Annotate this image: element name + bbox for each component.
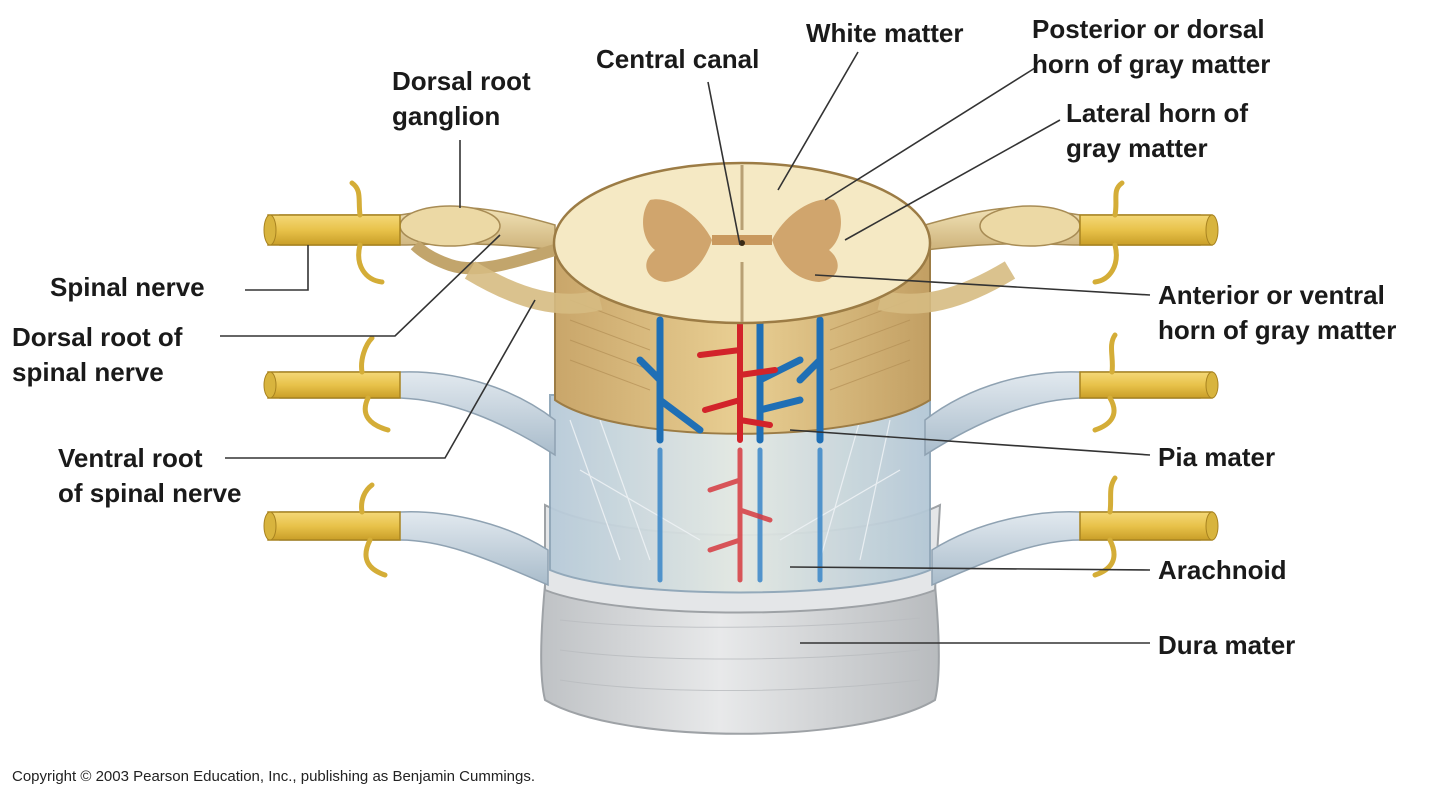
leader-lines (220, 51, 1151, 644)
label-dura-mater: Dura mater (1158, 630, 1296, 660)
label-white-matter: White matter (806, 18, 964, 48)
label-dorsal-root: Dorsal root of spinal nerve (12, 322, 183, 387)
label-arachnoid: Arachnoid (1158, 555, 1287, 585)
upper-spinal-nerves (263, 180, 1219, 314)
label-pia-mater: Pia mater (1158, 442, 1276, 472)
lower-spinal-nerves (263, 475, 1219, 587)
gray-matter-left (643, 199, 712, 282)
label-lateral-horn: Lateral horn of gray matter (1066, 98, 1249, 163)
label-posterior-horn: Posterior or dorsal horn of gray matter (1032, 14, 1271, 79)
label-ventral-root: Ventral root of spinal nerve (58, 443, 242, 508)
label-dorsal-root-ganglion: Dorsal root ganglion (392, 66, 531, 131)
label-central-canal: Central canal (596, 44, 760, 74)
gray-matter-right (772, 199, 841, 282)
copyright-notice: Copyright © 2003 Pearson Education, Inc.… (12, 768, 536, 785)
label-anterior-horn: Anterior or ventral horn of gray matter (1158, 280, 1397, 345)
middle-spinal-nerves (263, 332, 1219, 457)
blood-vessels (636, 316, 824, 583)
label-spinal-nerve: Spinal nerve (50, 272, 205, 302)
cord-cross-section (552, 161, 932, 325)
